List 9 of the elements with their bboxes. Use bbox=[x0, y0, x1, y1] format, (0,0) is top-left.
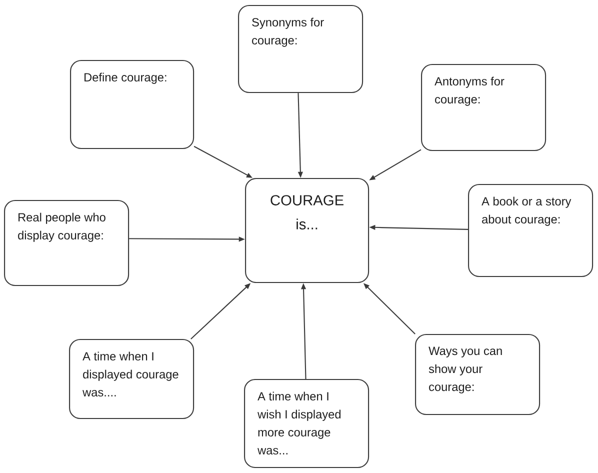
prompt-box: Synonyms for courage: bbox=[238, 4, 364, 94]
prompt-box: Ways you can show your courage: bbox=[415, 334, 540, 416]
concept-box: COURAGE is... bbox=[245, 178, 370, 284]
prompt-box: Define courage: bbox=[70, 60, 194, 150]
prompt-box: Real people who display courage: bbox=[4, 200, 130, 286]
prompt-box: A time when I displayed courage was.... bbox=[69, 338, 194, 420]
prompt-box: A time when I wish I displayed more courage was... bbox=[244, 378, 370, 468]
prompt-box: A book or a story about courage: bbox=[468, 184, 594, 278]
prompt-box: Antonyms for courage: bbox=[421, 64, 546, 152]
